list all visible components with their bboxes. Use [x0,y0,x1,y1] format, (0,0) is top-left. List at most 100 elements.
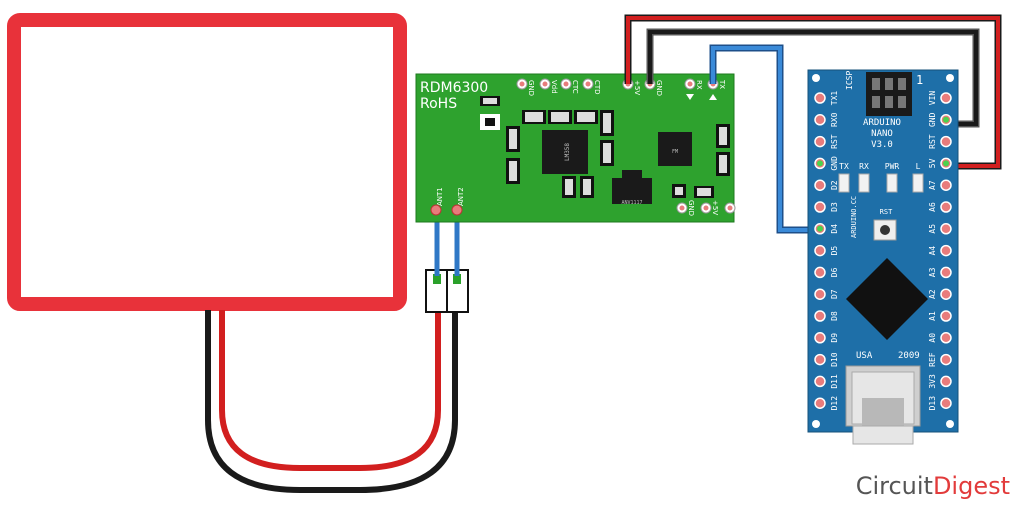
wire-5v [626,16,1000,168]
nano-pin-label: 5V [928,158,937,168]
nano-pin-label: D9 [830,333,839,343]
module-bottom-pin-label: LED [735,200,743,214]
nano-pin-label: A2 [928,289,937,299]
module-pin-label: TX [718,79,726,89]
nano-pin-label: RST [830,134,839,149]
nano-pin-label: VIN [928,91,937,106]
nano-pin-rst [814,135,826,148]
rx-arrow-icon [686,94,694,100]
nano-pin-3v3 [940,375,952,388]
nano-pin-a2 [940,288,952,300]
brand-part1: Circuit [855,472,933,500]
module-pin-label: GND [655,80,663,96]
nano-pin-label: A7 [928,180,937,190]
nano-pin-label: TX1 [830,91,839,106]
module-pin-label: CTC [571,80,579,94]
nano-pin-d2 [814,179,826,191]
nano-pin-label: D8 [830,311,839,321]
nano-pin-label: D13 [928,396,937,411]
nano-pin-label: GND [830,156,839,171]
nano-pin-a0 [940,332,952,344]
wire-tx [711,46,822,232]
icsp-label: ICSP [845,71,854,90]
nano-pin-a3 [940,266,952,279]
nano-pin-tx1 [814,92,826,104]
nano-pin-a6 [940,201,952,213]
nano-pin-label: REF [928,352,937,367]
nano-version: V3.0 [871,140,893,150]
nano-pin-rst [940,135,952,148]
module-pin-label: RX [695,80,703,90]
nano-pin-d13 [940,397,952,409]
coil-leads [205,269,469,493]
ant1-label: ANT1 [436,187,444,206]
nano-title: ARDUINO [863,118,901,128]
icsp-num: 1 [916,73,923,87]
nano-pin-label: A4 [928,246,937,256]
tx-arrow-icon [709,94,717,100]
module-pin-label: GND [527,80,535,96]
nano-pin-label: D6 [830,267,839,277]
reset-label: RST [880,208,893,216]
nano-pin-label: D3 [830,202,839,212]
nano-pin-label: D5 [830,246,839,256]
module-pin-label: +5V [633,80,641,95]
nano-pin-d6 [814,266,826,279]
led-tx [838,173,850,193]
nano-pin-d3 [814,201,826,213]
nano-pin-ref [940,353,952,366]
ant1-pin [430,204,442,216]
nano-pin-a7 [940,179,952,191]
nano-pin-d7 [814,288,826,300]
nano-pin-d11 [814,375,826,388]
led-label-pwr: PWR [885,162,900,171]
nano-pin-vin [940,92,952,104]
arduino-cc-label: ARDUINO.CC [850,196,858,238]
nano-pin-label: RST [928,134,937,149]
nano-pin-label: D4 [830,224,839,234]
coil-lead-black [205,310,458,493]
nano-pin-a1 [940,310,952,322]
smd-components [480,96,730,198]
module-bottom-pin-label: +5V [711,200,719,215]
nano-pin-label: A1 [928,311,937,321]
signal-wires [624,14,1002,234]
nano-pin-d9 [814,332,826,344]
ant2-label: ANT2 [457,187,465,206]
regulator-chip [612,178,652,204]
nano-pin-d12 [814,397,826,409]
nano-pin-label: RX0 [830,112,839,127]
regulator-label: ANV1117 [621,200,642,206]
nano-pin-d8 [814,310,826,322]
led-label-tx: TX [839,162,849,171]
module-pin-label: CTD [593,80,601,95]
led-l [912,173,924,193]
coil-loop [7,13,407,311]
coil-lead-red [219,310,441,471]
nano-pin-label: GND [928,112,937,127]
led-rx [858,173,870,193]
module-name: RDM6300 [420,80,488,96]
lm358-chip [542,130,588,174]
nano-pin-label: A0 [928,333,937,343]
controller-chip [658,132,692,166]
nano-pin-label: A3 [928,267,937,277]
nano-pin-label: A5 [928,224,937,234]
nano-pin-label: A6 [928,202,937,212]
controller-label: FM [672,149,678,155]
module-rohs: RoHS [420,96,457,112]
nano-pin-a5 [940,223,952,235]
nano-pin-label: D7 [830,289,839,299]
nano-pin-label: D10 [830,352,839,367]
led-label-l: L [916,162,921,171]
nano-pin-label: D11 [830,374,839,389]
nano-pin-a4 [940,244,952,257]
nano-pin-rx0 [814,114,826,126]
